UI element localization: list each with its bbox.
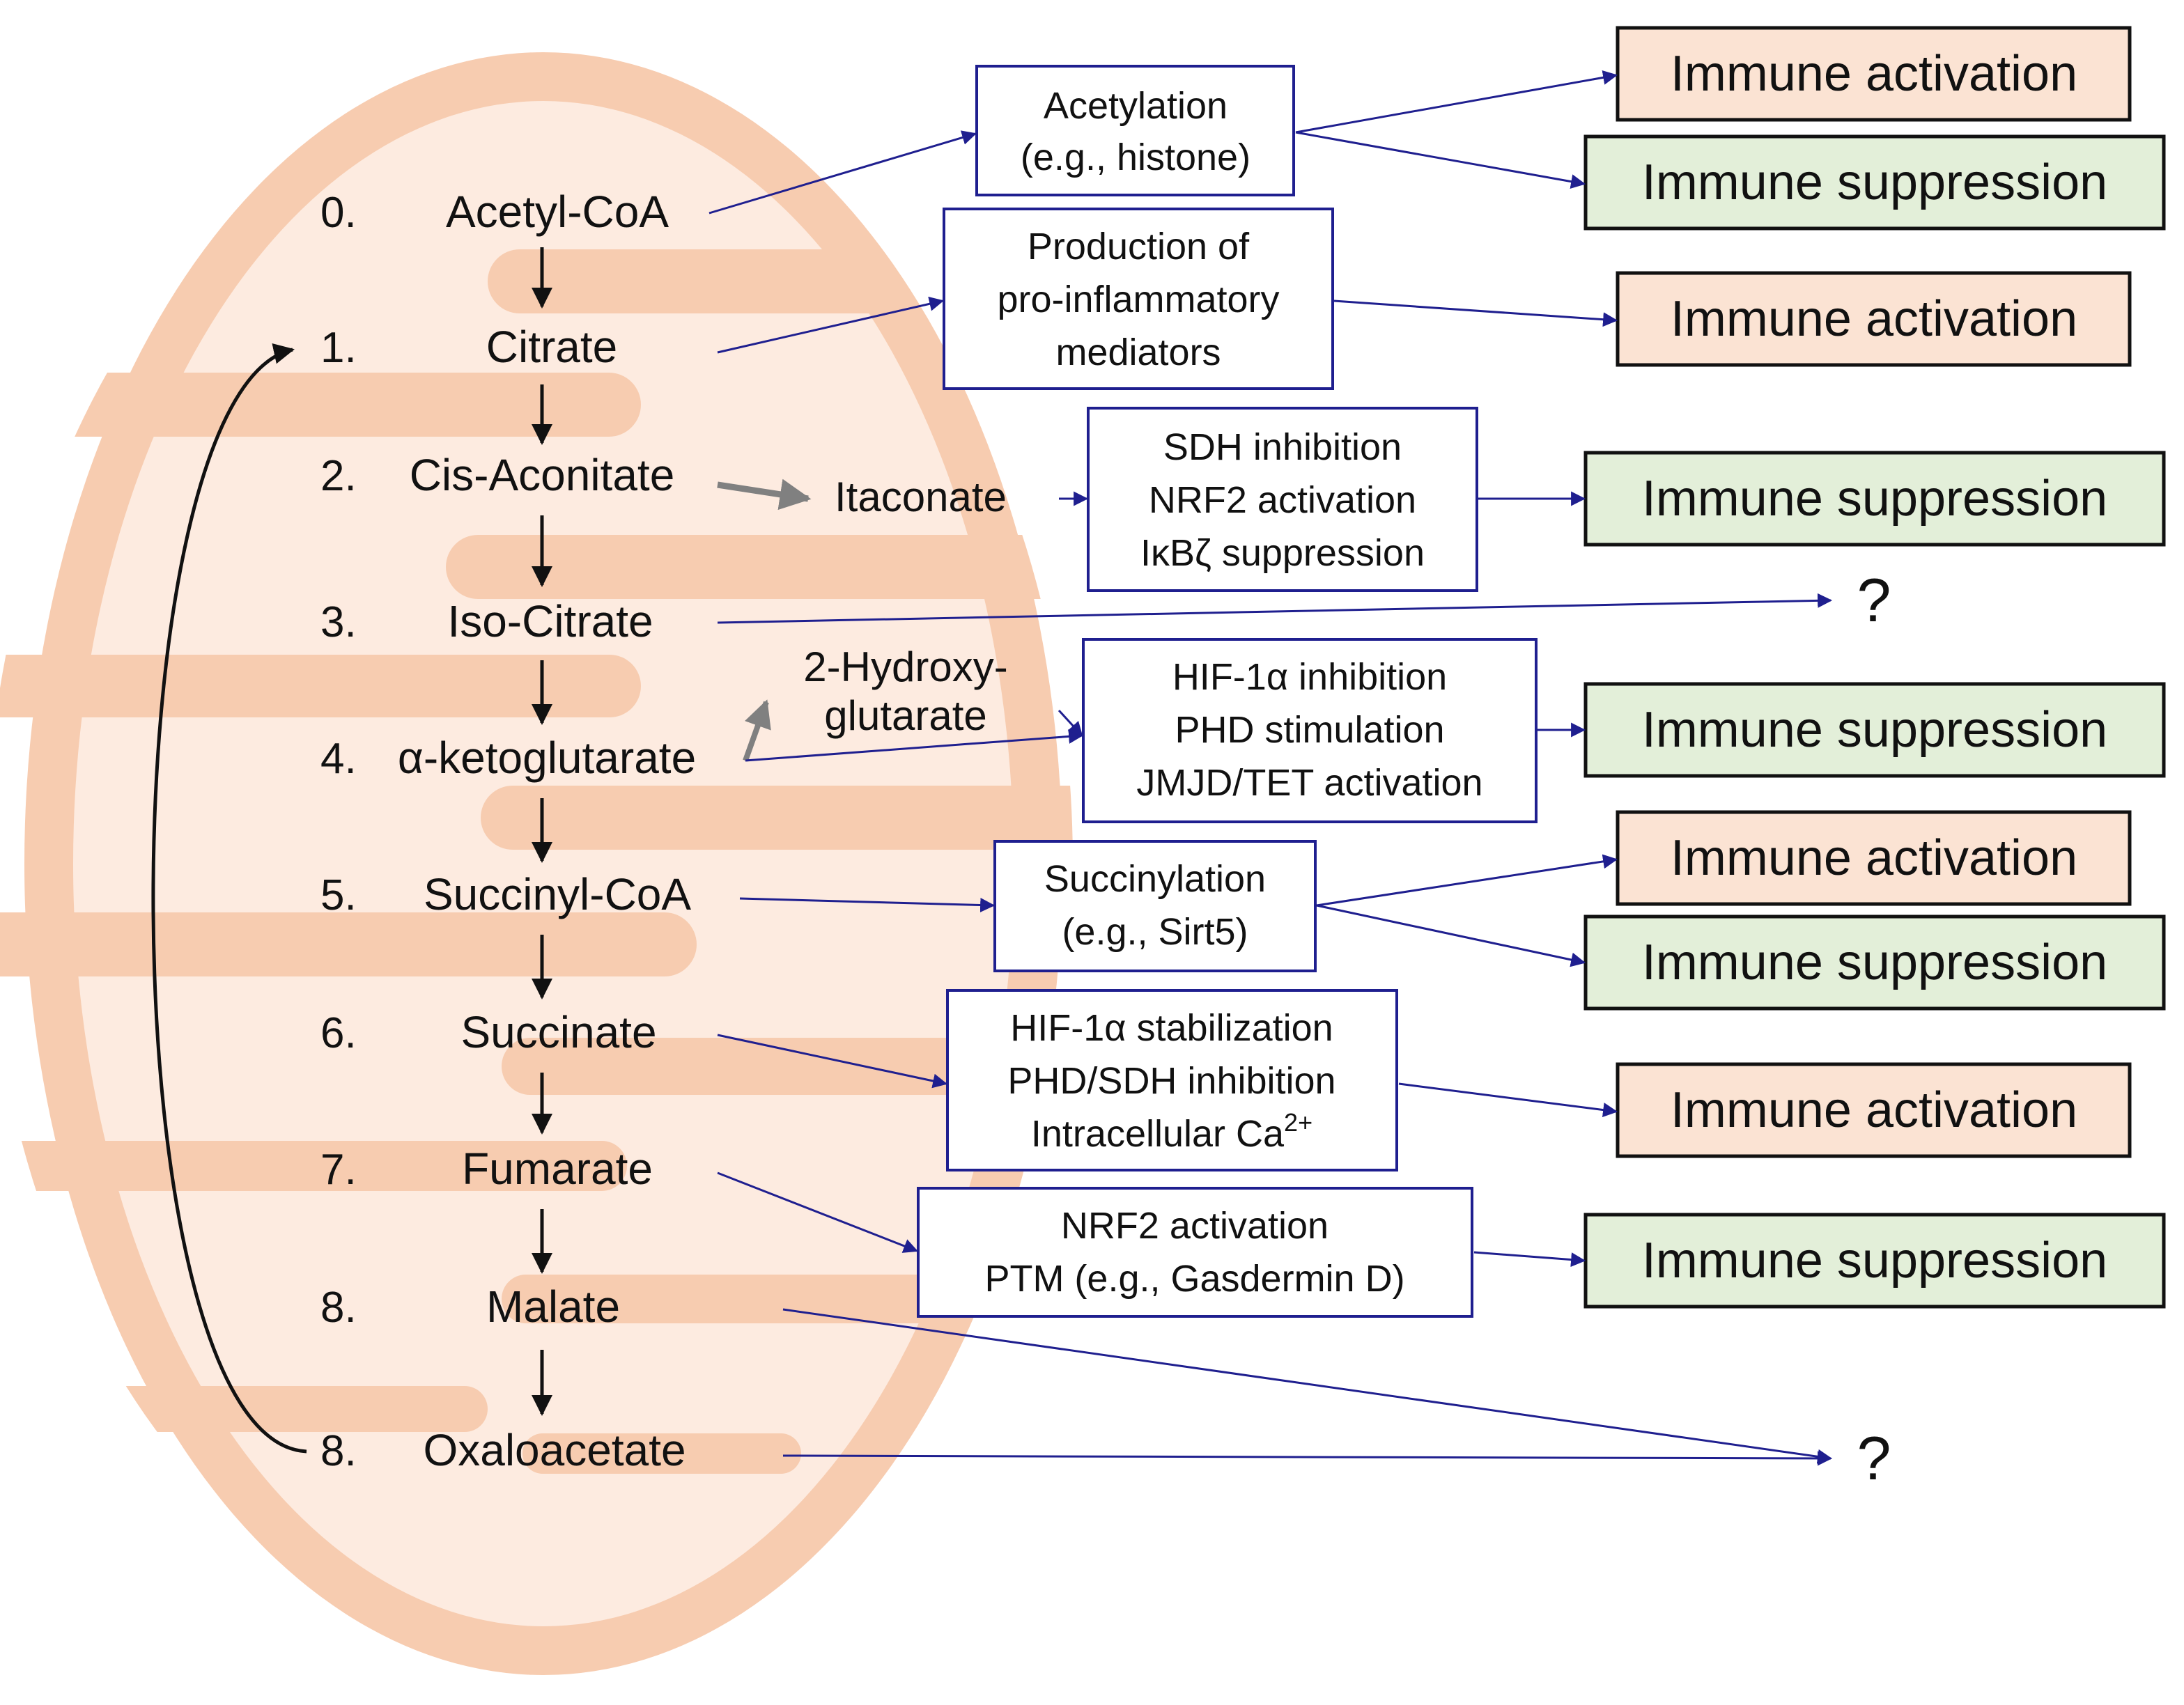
- svg-text:Immune activation: Immune activation: [1671, 46, 2077, 102]
- link-arrows: [708, 70, 1833, 1466]
- metabolite-number: 4.: [320, 735, 357, 783]
- outcome-immune-suppression: Immune suppression: [1583, 914, 2166, 1011]
- outcome-immune-suppression: Immune suppression: [1583, 682, 2166, 778]
- svg-text:NRF2 activation: NRF2 activation: [1061, 1205, 1329, 1247]
- metabolite-oxaloacetate: Oxaloacetate: [423, 1425, 686, 1475]
- metabolite-number: 1.: [320, 324, 357, 372]
- svg-text:PTM (e.g., Gasdermin D): PTM (e.g., Gasdermin D): [984, 1258, 1404, 1300]
- metabolite-number: 7.: [320, 1146, 357, 1194]
- outcome-immune-activation: Immune activation: [1616, 810, 2132, 906]
- svg-text:Immune suppression: Immune suppression: [1642, 471, 2107, 527]
- cycle-return-arrow: [151, 343, 307, 1454]
- svg-text:Immune suppression: Immune suppression: [1642, 935, 2107, 990]
- hydroxyglutarate-arrow: [743, 699, 771, 762]
- svg-text:Intracellular Ca2+: Intracellular Ca2+: [1031, 1108, 1312, 1155]
- mechanism-hydroxyglutarate-effects: HIF-1α inhibition PHD stimulation JMJD/T…: [1082, 638, 1538, 823]
- outcome-immune-suppression: Immune suppression: [1583, 451, 2166, 547]
- metabolite-iso-citrate: Iso-Citrate: [447, 596, 653, 646]
- svg-text:pro-inflammatory: pro-inflammatory: [997, 279, 1279, 320]
- itaconate-arrow: [717, 478, 812, 511]
- svg-text:mediators: mediators: [1055, 332, 1221, 373]
- itaconate-label: Itaconate: [835, 474, 1007, 520]
- outcome-immune-suppression: Immune suppression: [1583, 134, 2166, 231]
- metabolite-number: 5.: [320, 871, 357, 919]
- svg-text:Immune suppression: Immune suppression: [1642, 155, 2107, 210]
- metabolite-number: 0.: [320, 189, 357, 237]
- svg-text:NRF2 activation: NRF2 activation: [1149, 479, 1416, 521]
- svg-text:SDH inhibition: SDH inhibition: [1163, 426, 1402, 468]
- mechanism-proinflammatory: Production of pro-inflammatory mediators: [943, 208, 1334, 390]
- outcome-immune-activation: Immune activation: [1616, 26, 2132, 122]
- metabolite-succinyl-coa: Succinyl-CoA: [424, 869, 691, 919]
- mechanism-itaconate-effects: SDH inhibition NRF2 activation IκBζ supp…: [1087, 407, 1478, 592]
- svg-text:Succinylation: Succinylation: [1044, 858, 1266, 900]
- svg-text:PHD stimulation: PHD stimulation: [1175, 709, 1444, 751]
- metabolite-fumarate: Fumarate: [462, 1144, 653, 1194]
- svg-text:HIF-1α stabilization: HIF-1α stabilization: [1010, 1007, 1333, 1049]
- mechanism-succinate-effects: HIF-1α stabilization PHD/SDH inhibition …: [946, 989, 1398, 1171]
- svg-text:Immune suppression: Immune suppression: [1642, 1233, 2107, 1289]
- svg-text:(e.g., histone): (e.g., histone): [1021, 137, 1250, 178]
- svg-text:Acetylation: Acetylation: [1044, 85, 1227, 127]
- unknown-outcome-isocitrate: ?: [1857, 566, 1891, 634]
- metabolite-cis-aconitate: Cis-Aconitate: [410, 450, 675, 500]
- metabolite-number: 8.: [320, 1284, 357, 1332]
- svg-text:Immune activation: Immune activation: [1671, 830, 2077, 886]
- svg-text:Immune activation: Immune activation: [1671, 1082, 2077, 1138]
- svg-text:(e.g., Sirt5): (e.g., Sirt5): [1062, 911, 1248, 953]
- hydroxyglutarate-label-line2: glutarate: [824, 692, 987, 739]
- outcome-immune-suppression: Immune suppression: [1583, 1213, 2166, 1309]
- svg-text:Immune suppression: Immune suppression: [1642, 702, 2107, 758]
- metabolite-alpha-ketoglutarate: α-ketoglutarate: [398, 733, 696, 783]
- metabolite-number: 6.: [320, 1009, 357, 1057]
- metabolite-malate: Malate: [486, 1282, 620, 1332]
- svg-text:IκBζ suppression: IκBζ suppression: [1140, 532, 1425, 574]
- metabolite-number: 2.: [320, 452, 357, 500]
- mechanism-succinylation: Succinylation (e.g., Sirt5): [993, 840, 1317, 972]
- outcome-immune-activation: Immune activation: [1616, 1062, 2132, 1158]
- mechanism-acetylation: Acetylation (e.g., histone): [975, 65, 1295, 196]
- metabolite-succinate: Succinate: [460, 1007, 656, 1057]
- svg-text:PHD/SDH inhibition: PHD/SDH inhibition: [1007, 1060, 1335, 1102]
- metabolite-list: 0. Acetyl-CoA 1. Citrate 2. Cis-Aconitat…: [320, 187, 696, 1475]
- svg-text:Immune activation: Immune activation: [1671, 291, 2077, 347]
- mechanism-fumarate-effects: NRF2 activation PTM (e.g., Gasdermin D): [917, 1187, 1473, 1318]
- hydroxyglutarate-label-line1: 2-Hydroxy-: [803, 644, 1007, 690]
- unknown-outcome-malate-oxaloacetate: ?: [1857, 1424, 1891, 1493]
- svg-text:JMJD/TET activation: JMJD/TET activation: [1136, 762, 1482, 804]
- svg-text:HIF-1α inhibition: HIF-1α inhibition: [1172, 656, 1447, 698]
- metabolite-citrate: Citrate: [486, 322, 618, 372]
- metabolite-number: 8.: [320, 1427, 357, 1475]
- svg-text:Production of: Production of: [1028, 226, 1250, 267]
- metabolite-acetyl-coa: Acetyl-CoA: [446, 187, 669, 237]
- outcome-immune-activation: Immune activation: [1616, 271, 2132, 367]
- metabolite-number: 3.: [320, 598, 357, 646]
